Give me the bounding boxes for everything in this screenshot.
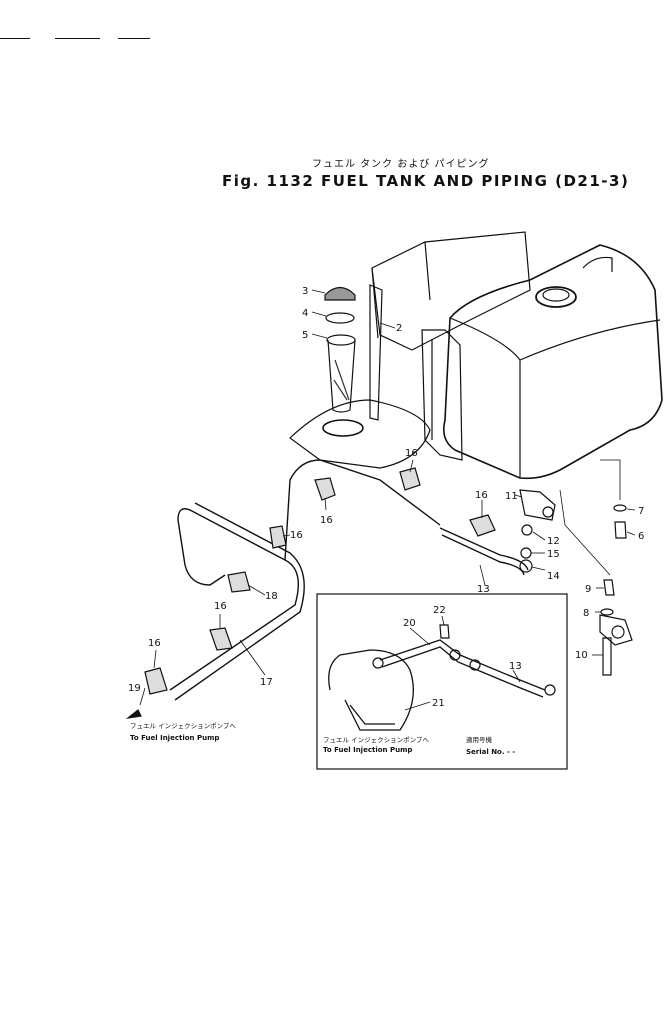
- part-number: 16: [405, 448, 418, 459]
- joint-bolt-14: [519, 559, 533, 573]
- drain-valve: [599, 614, 633, 646]
- part-number: 19: [128, 683, 141, 694]
- inset-nut: [449, 649, 461, 661]
- inset-nut: [469, 659, 481, 671]
- figure-title: Fig. 1132 FUEL TANK AND PIPING (D21-3): [222, 172, 630, 190]
- fuel-pipe-13: [439, 527, 529, 576]
- clamp: [469, 514, 496, 537]
- tank-bracket: [421, 329, 463, 461]
- nut-12: [521, 524, 533, 536]
- part-number: 2: [396, 323, 402, 334]
- clamp: [269, 525, 287, 549]
- part-number: 16: [148, 638, 161, 649]
- fitting-9: [603, 579, 615, 596]
- engine-housing: [371, 231, 531, 351]
- part-number: 11: [505, 491, 518, 502]
- fuel-pipe-17: [169, 459, 441, 701]
- part-labels: 2 3 4 5 16 16 16 16 18 16 16 17 19 11 12…: [128, 286, 644, 709]
- washer-15: [520, 547, 532, 559]
- part-number: 16: [214, 601, 227, 612]
- part-number: 16: [290, 530, 303, 541]
- inset-nut: [544, 684, 556, 696]
- floor-plate: [289, 399, 431, 469]
- inset-destination-note: To Fuel Injection Pump: [323, 746, 412, 754]
- inset-frame: [316, 593, 568, 770]
- clamp: [144, 667, 168, 695]
- part-number: 14: [547, 571, 560, 582]
- serial-label: Serial No. - -: [466, 748, 515, 756]
- plug-6: [614, 521, 627, 539]
- clamp: [209, 627, 233, 651]
- header-rule-1: [0, 38, 30, 39]
- destination-note: To Fuel Injection Pump: [130, 734, 219, 742]
- gasket: [325, 312, 355, 324]
- part-number: 4: [302, 308, 308, 319]
- figure-title-japanese: フュエル タンク および パイピング: [312, 159, 490, 170]
- part-number: 16: [320, 515, 333, 526]
- strap: [369, 284, 383, 421]
- part-number: 16: [475, 490, 488, 501]
- part-number: 5: [302, 330, 308, 341]
- part-number: 9: [585, 584, 591, 595]
- washer-8: [600, 608, 614, 616]
- part-number: 21: [432, 698, 445, 709]
- elbow-fitting: [519, 489, 556, 521]
- part-number: 7: [638, 506, 644, 517]
- inset-fitting: [439, 624, 450, 639]
- header-rule-3: [118, 38, 150, 39]
- part-number: 20: [403, 618, 416, 629]
- part-number: 22: [433, 605, 446, 616]
- clamp: [399, 467, 421, 491]
- part-number: 8: [583, 608, 589, 619]
- part-number: 12: [547, 536, 560, 547]
- inset-destination-note-japanese: フュエル インジェクションポンプへ: [323, 736, 429, 744]
- washer-7: [613, 504, 627, 512]
- part-number: 6: [638, 531, 644, 542]
- part-number: 10: [575, 650, 588, 661]
- header-rule-2: [55, 38, 100, 39]
- part-number: 15: [547, 549, 560, 560]
- part-number: 17: [260, 677, 273, 688]
- destination-note-japanese: フュエル インジェクションポンプへ: [130, 722, 236, 730]
- part-number: 3: [302, 286, 308, 297]
- part-number: 13: [509, 661, 522, 672]
- strainer: [326, 334, 356, 413]
- inset-nut: [372, 657, 384, 669]
- part-number: 13: [477, 584, 490, 595]
- flow-arrow: [125, 709, 142, 719]
- clamp: [314, 477, 336, 501]
- serial-label-japanese: 適用号機: [466, 735, 493, 744]
- inset-pipe-21: [328, 649, 414, 731]
- part-number: 18: [265, 591, 278, 602]
- pipe-10: [602, 637, 612, 676]
- fuel-tank: [442, 244, 663, 480]
- clamp: [227, 571, 251, 593]
- filler-cap: [324, 286, 356, 301]
